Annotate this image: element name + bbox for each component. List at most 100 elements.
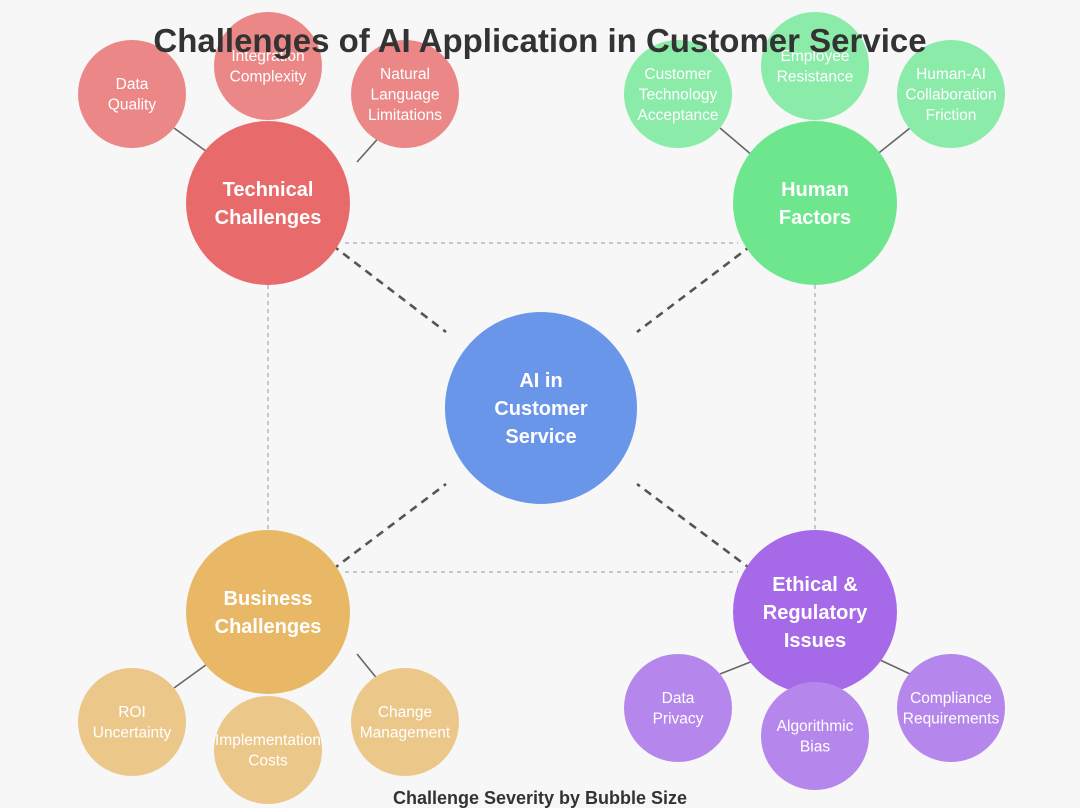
spoke-human-1 — [719, 127, 754, 157]
natural-language-limitations-label-line-2: Language — [371, 86, 440, 103]
employee-resistance-label-line-1: Employee — [781, 48, 850, 65]
customer-technology-acceptance-label-line-2: Technology — [639, 86, 718, 103]
human-ai-collaboration-friction-label-line-2: Collaboration — [905, 86, 996, 103]
hub-label-line-1: AI in — [519, 370, 562, 392]
challenge-roi-uncertainty: ROI Uncertainty — [78, 668, 186, 776]
data-privacy-bubble — [624, 654, 732, 762]
integration-complexity-bubble — [214, 12, 322, 120]
natural-language-limitations-bubble — [351, 40, 459, 148]
diagram-title: Challenges of AI Application in Customer… — [153, 22, 926, 59]
ethical-category-bubble — [733, 530, 897, 694]
compliance-requirements-bubble — [897, 654, 1005, 762]
hub-bubble — [445, 312, 637, 504]
human-category-label-line-1: Human — [781, 179, 849, 201]
ethical-category-label-line-1: Ethical & — [772, 574, 858, 596]
human-category-bubble — [733, 121, 897, 285]
business-category-bubble — [186, 530, 350, 694]
human-ai-collaboration-friction-label-line-1: Human-AI — [916, 66, 986, 83]
hub-link-business — [331, 482, 447, 572]
change-management-label-line-2: Management — [360, 725, 451, 742]
hub-label-line-2: Customer — [494, 398, 588, 420]
hub-label-line-3: Service — [505, 426, 576, 448]
implementation-costs-bubble — [214, 696, 322, 804]
business-category-label-line-2: Challenges — [215, 616, 322, 638]
hub-link-technical — [331, 243, 447, 334]
human-ai-collaboration-friction-label-line-3: Friction — [926, 107, 977, 124]
technical-category-label-line-1: Technical — [223, 179, 314, 201]
ethical-category-label-line-2: Regulatory — [763, 602, 868, 624]
ethical-category-label-line-3: Issues — [784, 630, 846, 652]
integration-complexity-label-line-2: Complexity — [230, 69, 307, 86]
customer-technology-acceptance-label-line-1: Customer — [644, 66, 711, 83]
implementation-costs-label-line-2: Costs — [248, 753, 288, 770]
hub-link-human — [636, 243, 753, 334]
compliance-requirements-label-line-2: Requirements — [903, 711, 1000, 728]
human-ai-collaboration-friction-bubble — [897, 40, 1005, 148]
roi-uncertainty-bubble — [78, 668, 186, 776]
hub-link-ethical — [636, 482, 753, 572]
data-privacy-label-line-2: Privacy — [653, 711, 704, 728]
natural-language-limitations-label-line-3: Limitations — [368, 107, 442, 124]
data-quality-label-line-2: Quality — [108, 97, 156, 114]
roi-uncertainty-label: ROI Uncertainty — [93, 704, 172, 742]
data-quality-bubble — [78, 40, 186, 148]
compliance-requirements-label-line-1: Compliance — [910, 690, 992, 707]
change-management-label-line-1: Change — [378, 704, 432, 721]
algorithmic-bias-label-line-1: Algorithmic — [777, 718, 854, 735]
business-category-label-line-1: Business — [224, 588, 313, 610]
algorithmic-bias-bubble — [761, 682, 869, 790]
technical-category-label-line-2: Challenges — [215, 207, 322, 229]
integration-complexity-label-line-1: Integration — [231, 48, 304, 65]
algorithmic-bias-label-line-2: Bias — [800, 739, 830, 756]
data-quality-label-line-1: Data — [116, 76, 149, 93]
employee-resistance-label-line-2: Resistance — [777, 69, 854, 86]
roi-uncertainty-label-line-1: ROI — [118, 704, 146, 721]
spoke-human-3 — [874, 127, 911, 157]
roi-uncertainty-label-line-2: Uncertainty — [93, 725, 172, 742]
technical-category-bubble — [186, 121, 350, 285]
natural-language-limitations-label-line-1: Natural — [380, 66, 430, 83]
spoke-ethical-1 — [719, 660, 754, 675]
customer-technology-acceptance-label-line-3: Acceptance — [638, 107, 719, 124]
human-category-label-line-2: Factors — [779, 207, 851, 229]
footer-caption: Challenge Severity by Bubble Size — [393, 788, 687, 808]
spoke-ethical-3 — [877, 658, 911, 675]
change-management-bubble — [351, 668, 459, 776]
data-privacy-label-line-1: Data — [662, 690, 695, 707]
employee-resistance-bubble — [761, 12, 869, 120]
customer-technology-acceptance-bubble — [624, 40, 732, 148]
implementation-costs-label-line-1: Implementation — [215, 732, 321, 749]
